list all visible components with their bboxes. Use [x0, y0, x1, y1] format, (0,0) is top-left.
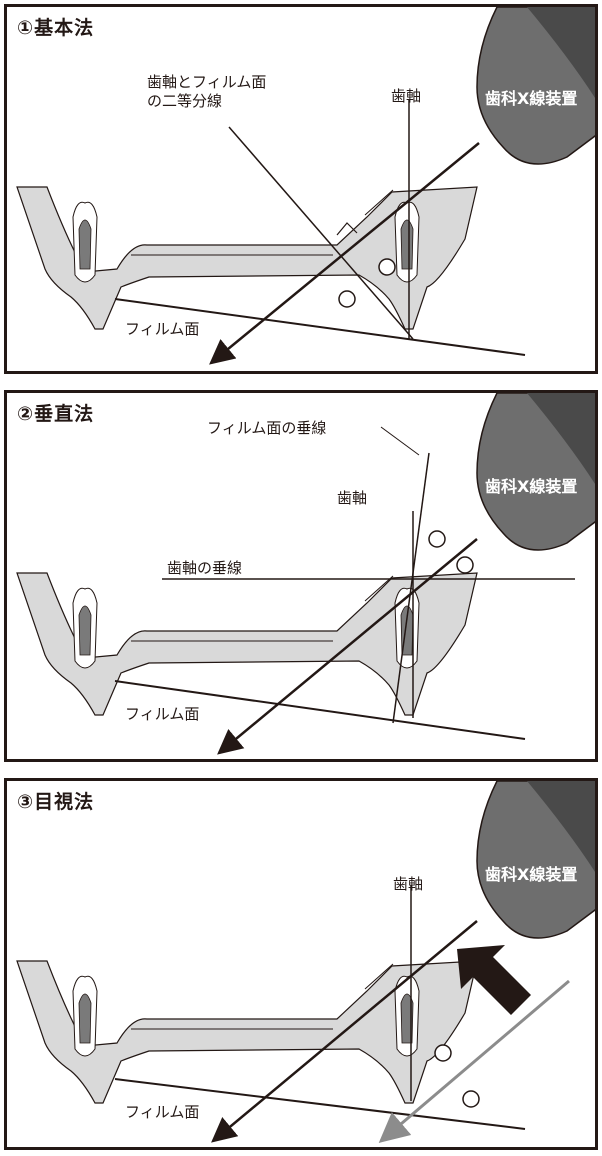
device-label: 歯科X線装置: [485, 865, 578, 884]
bisector-label: 歯軸とフィルム面 の二等分線: [147, 73, 267, 110]
label-leader: [380, 426, 420, 456]
x-ray-beam-arrow: [209, 142, 480, 365]
angle-marker-1: [378, 258, 396, 276]
device-label: 歯科X線装置: [485, 477, 578, 496]
panel-visual-method: ③目視法 歯軸 フィルム面 歯科X線装置: [4, 778, 598, 1150]
jaw-cross-section-icon: [16, 572, 478, 716]
adjusted-beam-arrow: [378, 979, 570, 1143]
angle-marker-1: [428, 530, 446, 548]
x-ray-device-icon: [476, 781, 595, 939]
tooth-axis-label: 歯軸: [391, 87, 422, 105]
film-plane-label: フィルム面: [125, 705, 200, 723]
film-plane-line: [114, 298, 526, 356]
film-plane-line: [114, 680, 526, 740]
right-angle-mark: [336, 222, 358, 236]
jaw-cross-section-icon: [16, 186, 478, 330]
panel-1-diagram: [16, 7, 595, 365]
film-perpendicular-line: [392, 452, 430, 724]
panel-2-diagram: [16, 393, 595, 755]
angle-marker-2: [456, 556, 474, 574]
x-ray-beam-arrow: [211, 920, 478, 1143]
angle-marker-1: [434, 1044, 452, 1062]
device-label: 歯科X線装置: [485, 89, 578, 108]
panel-title: ②垂直法: [17, 403, 95, 425]
arrow-icon: [457, 945, 531, 1015]
x-ray-beam-arrow: [217, 538, 478, 755]
panel-3-diagram: [16, 781, 595, 1143]
x-ray-device-icon: [476, 393, 595, 551]
angle-marker-2: [338, 290, 356, 308]
tooth-axis-label: 歯軸: [337, 489, 368, 507]
panel-perpendicular-method: ②垂直法 フィルム面の垂線 歯軸 歯軸の垂線 フィルム面 歯科X線装置: [4, 390, 598, 762]
axis-perpendicular-label: 歯軸の垂線: [167, 559, 243, 577]
film-plane-label: フィルム面: [125, 1103, 200, 1121]
film-perpendicular-label: フィルム面の垂線: [207, 419, 327, 437]
panel-title: ③目視法: [17, 791, 95, 813]
film-plane-label: フィルム面: [125, 320, 200, 338]
bisector-line: [228, 126, 414, 340]
panel-basic-method: ①基本法 歯軸とフィルム面 の二等分線 歯軸 フィルム面 歯科X線装置: [4, 4, 598, 374]
angle-marker-2: [462, 1090, 480, 1108]
tooth-axis-label: 歯軸: [393, 875, 424, 893]
jaw-cross-section-icon: [16, 960, 478, 1104]
panel-title: ①基本法: [17, 17, 95, 39]
film-plane-line: [114, 1078, 526, 1130]
